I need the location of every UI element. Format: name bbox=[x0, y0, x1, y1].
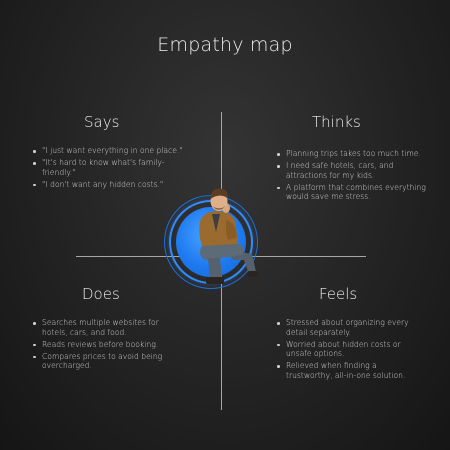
says-item: "It's hard to know what's family-friendl… bbox=[32, 158, 192, 177]
does-list: Searches multiple websites for hotels, c… bbox=[32, 318, 168, 373]
thinks-item: I need safe hotels, cars, and attraction… bbox=[276, 161, 428, 180]
does-item: Compares prices to avoid being overcharg… bbox=[32, 352, 168, 371]
feels-item: Worried about hidden costs or unsafe opt… bbox=[276, 340, 416, 359]
feels-item: Stressed about organizing every detail s… bbox=[276, 318, 416, 337]
persona-avatar bbox=[199, 188, 258, 284]
thinks-item: Planning trips takes too much time. bbox=[276, 149, 428, 159]
feels-list: Stressed about organizing every detail s… bbox=[276, 318, 416, 383]
feels-item: Relieved when finding a trustworthy, all… bbox=[276, 361, 416, 380]
says-item: "I don't want any hidden costs." bbox=[32, 180, 192, 190]
page-title: Empathy map bbox=[157, 34, 293, 56]
does-item: Searches multiple websites for hotels, c… bbox=[32, 318, 168, 337]
says-list: "I just want everything in one place." "… bbox=[32, 146, 192, 192]
does-heading: Does bbox=[82, 285, 120, 303]
says-heading: Says bbox=[84, 113, 120, 131]
thinks-item: A platform that combines everything woul… bbox=[276, 183, 428, 202]
does-item: Reads reviews before booking. bbox=[32, 340, 168, 350]
feels-heading: Feels bbox=[319, 285, 358, 303]
thinks-list: Planning trips takes too much time. I ne… bbox=[276, 149, 428, 204]
says-item: "I just want everything in one place." bbox=[32, 146, 192, 156]
thinks-heading: Thinks bbox=[312, 113, 361, 131]
